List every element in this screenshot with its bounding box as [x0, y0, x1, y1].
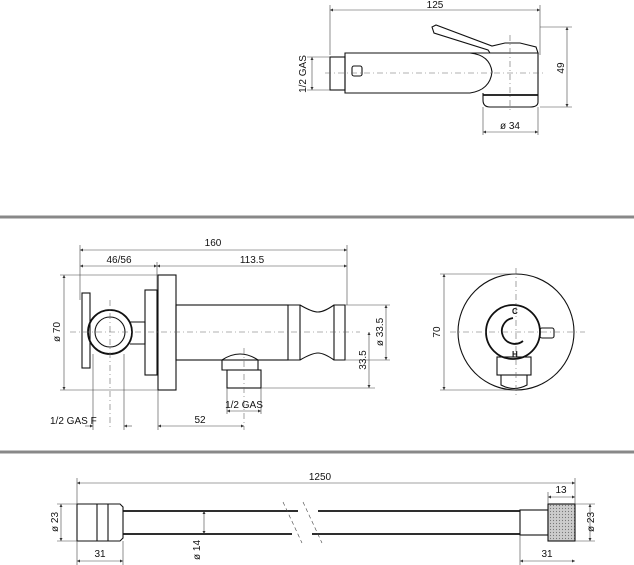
- dim-head-diameter: ø 34: [500, 121, 520, 132]
- hot-label: H: [512, 350, 518, 359]
- dim-wall-depth: 46/56: [106, 255, 131, 266]
- dim-end-diameter-left: ø 23: [50, 512, 61, 532]
- valve-front-view: C H 70: [432, 268, 585, 395]
- dim-hose-length: 1250: [309, 472, 332, 483]
- dim-outlet-height: 33.5: [358, 350, 369, 370]
- hand-shower-view: 125 49 1/2 GAS ø 34: [298, 0, 572, 135]
- hose-view: 1250 ø 23 ø 14 31 31 13 ø 23: [50, 472, 597, 565]
- dim-height: 49: [556, 62, 567, 74]
- dim-thread: 1/2 GAS: [298, 55, 309, 93]
- dim-length: 125: [427, 0, 444, 11]
- dim-outlet-offset: 52: [194, 415, 206, 426]
- dim-front-diameter: 70: [432, 326, 443, 338]
- dim-outlet-diameter: ø 33.5: [375, 317, 386, 346]
- dim-end-diameter-right: ø 23: [586, 512, 597, 532]
- dim-outlet-thread: 1/2 GAS: [225, 400, 263, 411]
- dim-inlet-thread: 1/2 GAS F: [50, 416, 97, 427]
- cold-label: C: [512, 307, 518, 316]
- dim-nut-length: 13: [555, 485, 567, 496]
- dim-left-fitting-length: 31: [94, 549, 106, 560]
- dim-escutcheon-diameter: ø 70: [52, 322, 63, 342]
- dim-right-fitting-length: 31: [541, 549, 553, 560]
- dim-total-length: 160: [205, 238, 222, 249]
- dim-projection: 113.5: [240, 255, 265, 266]
- valve-side-view: 160 46/56 113.5 ø 70 ø 33.5 33.5 1/2 GAS…: [50, 238, 390, 430]
- dim-hose-diameter: ø 14: [192, 540, 203, 560]
